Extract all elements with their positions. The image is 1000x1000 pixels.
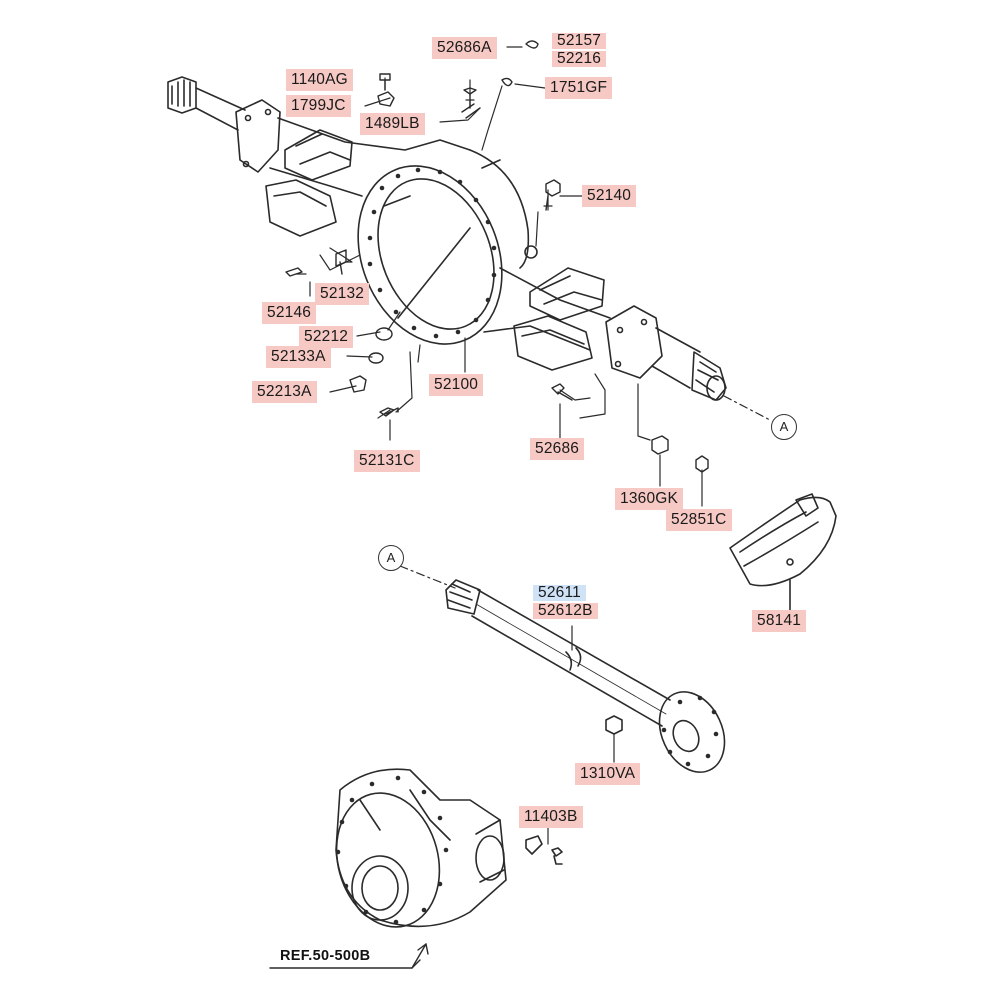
axle-housing	[167, 76, 727, 401]
label-1489LB[interactable]: 1489LB	[360, 113, 425, 135]
label-1310VA[interactable]: 1310VA	[575, 763, 641, 785]
label-52612B[interactable]: 52612B	[533, 603, 598, 619]
label-52146[interactable]: 52146	[262, 302, 317, 324]
label-1360GK[interactable]: 1360GK	[615, 488, 684, 510]
label-52686A[interactable]: 52686A	[432, 37, 497, 59]
differential-carrier	[269, 768, 563, 969]
reference-label[interactable]: REF.50-500B	[280, 948, 371, 964]
label-52216[interactable]: 52216	[552, 51, 607, 67]
label-52100[interactable]: 52100	[429, 374, 484, 396]
label-52140[interactable]: 52140	[582, 185, 637, 207]
label-52611[interactable]: 52611	[533, 585, 586, 601]
label-1751GF[interactable]: 1751GF	[545, 77, 613, 99]
label-52131C[interactable]: 52131C	[354, 450, 420, 472]
label-52213A[interactable]: 52213A	[252, 381, 317, 403]
label-52132[interactable]: 52132	[315, 283, 370, 305]
callout-a-top: A	[771, 414, 797, 440]
label-1140AG[interactable]: 1140AG	[286, 69, 353, 91]
label-52133A[interactable]: 52133A	[266, 346, 331, 368]
label-52851C[interactable]: 52851C	[666, 509, 732, 531]
label-52686[interactable]: 52686	[530, 438, 585, 460]
callout-a-bottom: A	[378, 545, 404, 571]
label-1799JC[interactable]: 1799JC	[286, 95, 351, 117]
label-52157[interactable]: 52157	[552, 33, 607, 49]
label-52212[interactable]: 52212	[299, 326, 354, 348]
brake-shoe	[729, 493, 837, 611]
label-11403B[interactable]: 11403B	[519, 806, 583, 828]
axle-shaft	[399, 565, 726, 773]
housing-hardware	[285, 40, 709, 473]
label-58141[interactable]: 58141	[752, 610, 807, 632]
